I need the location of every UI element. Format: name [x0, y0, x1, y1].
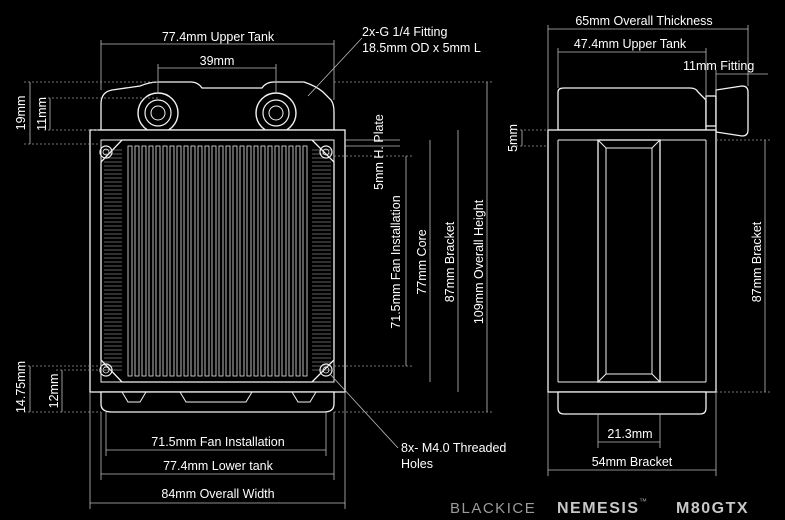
label-fan-installation-vertical: 71.5mm Fan Installation — [389, 195, 403, 328]
label-lower-tank: 77.4mm Lower tank — [163, 459, 274, 473]
core-fin-tube — [211, 145, 217, 377]
front-dimension-lines — [24, 37, 493, 509]
threaded-hole-top-right — [319, 145, 333, 159]
label-fitting-note-1: 2x-G 1/4 Fitting — [362, 25, 447, 39]
front-view-radiator — [89, 81, 346, 413]
threaded-hole-top-left — [99, 145, 113, 159]
label-overall-thickness: 65mm Overall Thickness — [575, 14, 712, 28]
label-bottom-outer: 14.75mm — [14, 361, 28, 413]
label-bracket-vertical: 87mm Bracket — [443, 221, 457, 302]
brand-model: NEMESIS — [557, 500, 640, 517]
core-fin-tube — [134, 145, 140, 377]
side-labels: 65mm Overall Thickness 47.4mm Upper Tank… — [506, 14, 764, 469]
label-threaded-holes-2: Holes — [401, 457, 433, 471]
brand-trademark: ™ — [639, 497, 649, 506]
core-fin-tube — [141, 145, 147, 377]
core-fin-tube — [190, 145, 196, 377]
label-plate: 5mm H. Plate — [372, 114, 386, 190]
label-inner-width: 21.3mm — [607, 427, 652, 441]
label-fitting-length: 11mm Fitting — [683, 59, 754, 73]
core-fin-tube — [127, 145, 133, 377]
core-fin-tube — [204, 145, 210, 377]
core-fin-tube — [246, 145, 252, 377]
brand-suffix: M80GTX — [676, 500, 749, 517]
core-fin-tube — [288, 145, 294, 377]
core-fin-tube — [176, 145, 182, 377]
side-fitting — [705, 95, 717, 127]
brand-logo: BLACKICE NEMESIS ™ M80GTX — [450, 497, 749, 517]
side-upper-tank — [557, 87, 707, 131]
core-fin-tube — [225, 145, 231, 377]
label-bottom-inner: 12mm — [47, 374, 61, 409]
front-labels: 77.4mm Upper Tank 39mm 2x-G 1/4 Fitting … — [14, 25, 506, 501]
core-fin-tube — [295, 145, 301, 377]
side-fitting-cap — [715, 85, 749, 137]
core-fin-tube — [155, 145, 161, 377]
core-fin-tube — [197, 145, 203, 377]
label-fitting-spacing: 39mm — [200, 54, 235, 68]
label-side-bracket-horizontal: 54mm Bracket — [592, 455, 673, 469]
label-core: 77mm Core — [415, 229, 429, 294]
core-fin-tube — [260, 145, 266, 377]
core-fin-tube — [183, 145, 189, 377]
label-overall-height: 109mm Overall Height — [472, 199, 486, 324]
side-dimension-lines — [516, 25, 771, 476]
core-fin-tube — [218, 145, 224, 377]
label-overall-width: 84mm Overall Width — [161, 487, 274, 501]
label-tank-height-outer: 19mm — [14, 96, 28, 131]
label-side-upper-tank: 47.4mm Upper Tank — [574, 37, 687, 51]
label-side-plate: 5mm — [506, 124, 520, 152]
label-fan-installation-horizontal: 71.5mm Fan Installation — [151, 435, 284, 449]
core-fin-tube — [148, 145, 154, 377]
core-fin-tube — [253, 145, 259, 377]
core-fin-tube — [169, 145, 175, 377]
side-core-channel — [597, 139, 661, 383]
core-fin-tube — [232, 145, 238, 377]
front-upper-tank — [100, 81, 335, 131]
core-fin-tube — [281, 145, 287, 377]
core-fin-tube — [162, 145, 168, 377]
brand-line: BLACKICE — [450, 500, 536, 517]
core-fin-tube — [274, 145, 280, 377]
label-threaded-holes-1: 8x- M4.0 Threaded — [401, 441, 506, 455]
core-fins — [104, 145, 331, 377]
side-lower-tank — [557, 391, 707, 415]
front-core — [100, 139, 335, 383]
core-fin-tube — [302, 145, 308, 377]
side-view-radiator — [547, 85, 749, 415]
core-fin-tube — [267, 145, 273, 377]
label-upper-tank: 77.4mm Upper Tank — [162, 30, 275, 44]
label-tank-height-inner: 11mm — [35, 97, 49, 131]
label-side-bracket-vertical: 87mm Bracket — [750, 221, 764, 302]
threaded-hole-bottom-right — [319, 363, 333, 377]
core-fin-tube — [239, 145, 245, 377]
label-fitting-note-2: 18.5mm OD x 5mm L — [362, 41, 481, 55]
